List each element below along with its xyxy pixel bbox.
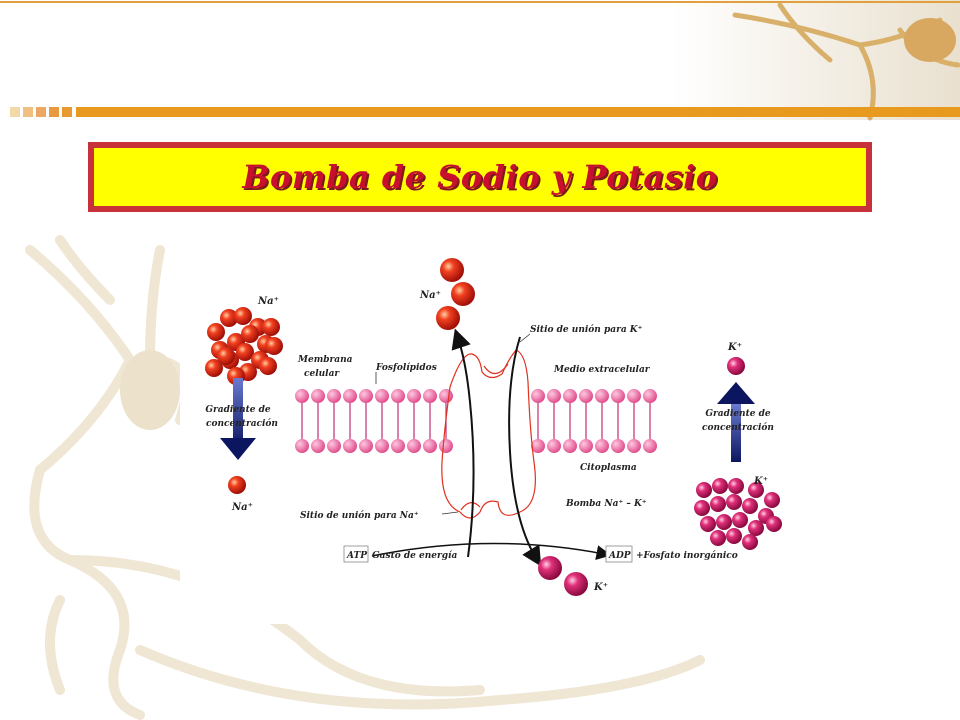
k-bottom-label: K⁺ [593, 582, 608, 593]
sodium-potassium-pump-diagram: Na⁺ Na⁺ Na⁺ Gradiente de concentración G… [180, 232, 800, 624]
na-ions-cluster [205, 307, 283, 385]
gradient-right-line2: concentración [702, 422, 774, 433]
adp-box [605, 545, 633, 563]
na-ion-single [228, 476, 246, 494]
membrana-line1: Membrana [297, 355, 353, 365]
bomba-label: Bomba Na⁺ – K⁺ [565, 499, 647, 509]
k-binding-site [483, 363, 509, 375]
na-top-label: Na⁺ [419, 290, 441, 301]
gasto-label: Gasto de energía [372, 550, 457, 561]
pump-protein [441, 349, 536, 519]
gradient-right-line1: Gradiente de [705, 409, 771, 419]
k-ions-entering [538, 556, 588, 596]
na-left-bottom-label: Na⁺ [231, 502, 253, 513]
gradient-left-line1: Gradiente de [205, 405, 271, 415]
k-entry-arrow [508, 336, 542, 567]
na-binding-site [460, 502, 481, 511]
sitio-na-label: Sitio de unión para Na⁺ [300, 510, 419, 521]
k-right-bottom-label: K⁺ [753, 476, 768, 487]
gradient-up-arrow [717, 382, 755, 462]
membrane-right [531, 389, 657, 453]
gradient-down-arrow [220, 378, 256, 460]
k-ion-single [727, 357, 745, 375]
membrana-line2: celular [304, 369, 340, 379]
na-exit-arrow [451, 328, 475, 558]
k-ions-cluster [694, 478, 782, 550]
gradient-left-line2: concentración [206, 418, 278, 429]
slide-title: Bomba de Sodio y Potasio [242, 158, 718, 196]
medio-extracelular-label: Medio extracelular [553, 365, 651, 375]
adp-label: ADP [608, 551, 631, 561]
atp-box [343, 545, 369, 563]
atp-adp-arrow [371, 542, 612, 560]
k-right-top-label: K⁺ [727, 342, 742, 353]
title-box: Bomba de Sodio y Potasio [88, 142, 872, 212]
na-ions-exiting [436, 258, 475, 330]
citoplasma-label: Citoplasma [580, 463, 637, 473]
membrane-left [295, 389, 453, 453]
fosfolipidos-label: Fosfolípidos [375, 362, 437, 373]
sitio-k-label: Sitio de unión para K⁺ [530, 324, 643, 335]
accent-bar [10, 107, 960, 117]
atp-label: ATP [346, 551, 367, 561]
na-left-top-label: Na⁺ [257, 296, 279, 307]
fosfato-label: +Fosfato inorgánico [636, 550, 738, 561]
